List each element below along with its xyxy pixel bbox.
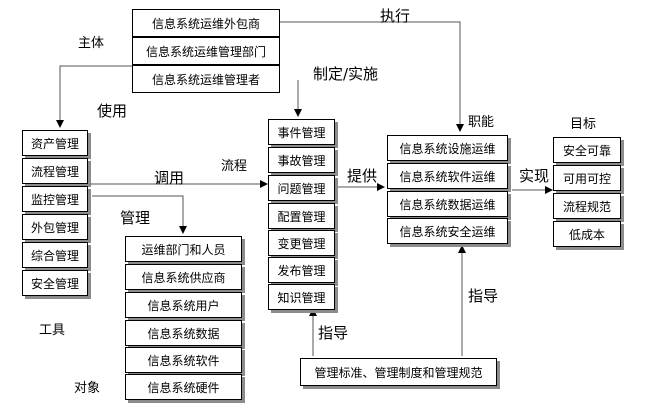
subject-item-manager: 信息系统运维管理者	[132, 65, 280, 93]
guidance-standards-box: 管理标准、管理制度和管理规范	[300, 358, 497, 386]
object-item-data: 信息系统数据	[125, 320, 242, 346]
goal-item-lowcost: 低成本	[553, 221, 621, 247]
process-item-incident: 事故管理	[268, 147, 335, 173]
process-item-release: 发布管理	[268, 257, 335, 283]
process-item-config: 配置管理	[268, 203, 335, 229]
process-item-event: 事件管理	[268, 119, 335, 145]
function-item-facility: 信息系统设施运维	[387, 135, 508, 161]
tool-item-integrated: 综合管理	[22, 242, 88, 268]
tools-label: 工具	[39, 323, 66, 338]
edge-label-manage: 管理	[120, 209, 151, 227]
edge-label-realize: 实现	[519, 167, 550, 185]
tool-item-monitor: 监控管理	[22, 186, 88, 212]
object-item-hardware: 信息系统硬件	[125, 374, 242, 400]
edge-label-execute: 执行	[380, 7, 411, 25]
edge-label-invoke: 调用	[154, 169, 185, 187]
function-item-data: 信息系统数据运维	[387, 191, 508, 217]
objects-label: 对象	[74, 381, 101, 396]
functions-label: 职能	[468, 115, 495, 130]
subject-item-outsourcer: 信息系统运维外包商	[132, 9, 280, 37]
arrow-manage	[92, 195, 187, 234]
object-item-users: 信息系统用户	[125, 292, 242, 318]
process-item-knowledge: 知识管理	[268, 284, 335, 310]
goal-item-reliable: 安全可靠	[553, 137, 621, 163]
subject-item-department: 信息系统运维管理部门	[132, 37, 280, 65]
tool-item-process: 流程管理	[22, 158, 88, 184]
tool-item-security: 安全管理	[22, 270, 88, 296]
edge-label-guide-process: 指导	[318, 324, 349, 342]
object-item-software: 信息系统软件	[125, 347, 242, 373]
process-item-change: 变更管理	[268, 230, 335, 256]
goal-item-standard: 流程规范	[553, 193, 621, 219]
edge-label-guide-functions: 指导	[468, 287, 499, 305]
tool-item-outsourcing: 外包管理	[22, 214, 88, 240]
function-item-security: 信息系统安全运维	[387, 218, 508, 244]
goal-item-controllable: 可用可控	[553, 165, 621, 191]
object-item-staff: 运维部门和人员	[125, 236, 242, 262]
edge-label-use: 使用	[97, 102, 128, 120]
process-label: 流程	[221, 159, 248, 174]
edge-label-formulate: 制定/实施	[313, 65, 379, 83]
object-item-supplier: 信息系统供应商	[125, 264, 242, 290]
subject-label: 主体	[78, 36, 105, 51]
function-item-software: 信息系统软件运维	[387, 163, 508, 189]
process-item-problem: 问题管理	[268, 175, 335, 201]
goals-label: 目标	[570, 117, 597, 132]
edge-label-provide: 提供	[347, 167, 378, 185]
arrow-execute	[280, 21, 464, 132]
tool-item-asset: 资产管理	[22, 130, 88, 156]
arrow-use	[56, 65, 132, 128]
